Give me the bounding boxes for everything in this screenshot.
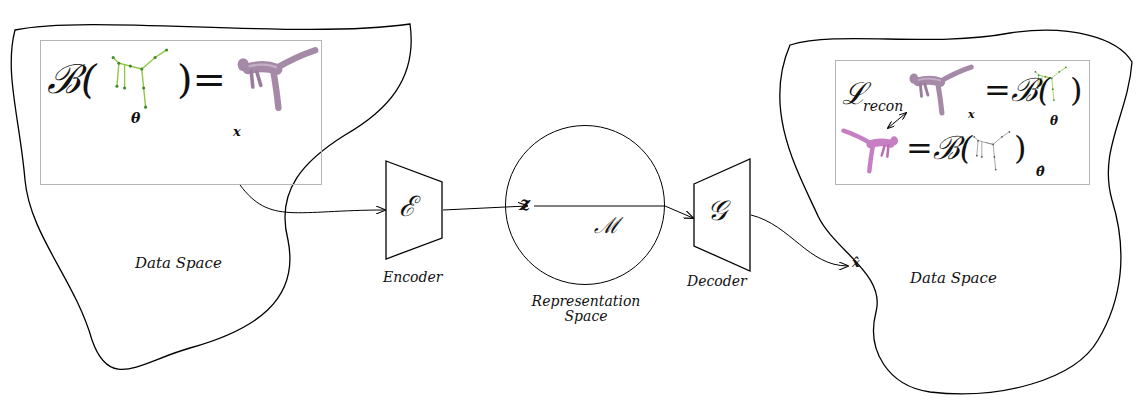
representation-circle: zℳRepresentation Space	[505, 125, 665, 285]
function-symbol: =ℬ(	[906, 131, 972, 166]
encoder-trapezoid-outline-path	[386, 161, 442, 259]
decoder-label: Decoder	[687, 274, 747, 289]
output-inset: ℒreconx=ℬ()θ=ℬ()θ̂	[835, 60, 1090, 185]
manifold-symbol: ℳ	[594, 214, 619, 238]
decoder-trapezoid: 𝒢Decoder	[693, 158, 751, 272]
loss-subscript: recon	[863, 99, 903, 114]
mesh-symbol: x	[968, 109, 975, 121]
data-space-region-outline-path	[780, 30, 1132, 393]
flow-arrow	[665, 206, 693, 218]
body-mesh-xhat	[843, 131, 898, 172]
mesh-symbol: x	[233, 125, 241, 139]
latent-symbol: z	[520, 194, 530, 214]
pose-symbol: θ	[1050, 115, 1058, 128]
region-label: Data Space	[910, 270, 997, 287]
function-symbol: )	[1070, 73, 1082, 108]
encoder-symbol: ℰ	[399, 192, 416, 223]
decoder-trapezoid-outline-path	[694, 159, 750, 271]
function-symbol: ℬ(	[47, 57, 97, 101]
data-space-region-outline	[765, 28, 1140, 406]
region-label: Data Space	[135, 255, 222, 272]
body-mesh-x	[238, 50, 316, 108]
pose-symbol: θ̂	[1036, 165, 1045, 179]
latent-line	[534, 206, 665, 207]
function-symbol: )	[1014, 131, 1026, 166]
space-label: Representation Space	[524, 294, 648, 325]
data-space-region: Data Spaceℒreconx=ℬ()θ=ℬ()θ̂	[765, 28, 1140, 406]
pose-symbol: θ	[131, 111, 140, 126]
input-inset: ℬ( )= θ x	[40, 40, 322, 185]
function-symbol: )=	[177, 57, 226, 101]
decoder-symbol: 𝒢	[707, 196, 727, 227]
body-mesh-x	[909, 67, 971, 113]
function-symbol: =ℬ(	[984, 73, 1050, 108]
skeleton-theta-hat	[973, 131, 1010, 170]
data-space-region-outline-path	[11, 24, 411, 369]
encoder-trapezoid: ℰEncoder	[385, 160, 443, 260]
flow-arrow	[443, 206, 527, 210]
data-space-region: Data Space ℬ( )= θ x	[0, 0, 430, 400]
flow-arrow	[240, 185, 385, 213]
encoder-label: Encoder	[383, 270, 442, 285]
flow-arrow	[751, 215, 848, 266]
skeleton-theta	[112, 48, 168, 108]
comparison-arrow	[888, 113, 906, 128]
output-symbol: x̂	[852, 256, 860, 270]
